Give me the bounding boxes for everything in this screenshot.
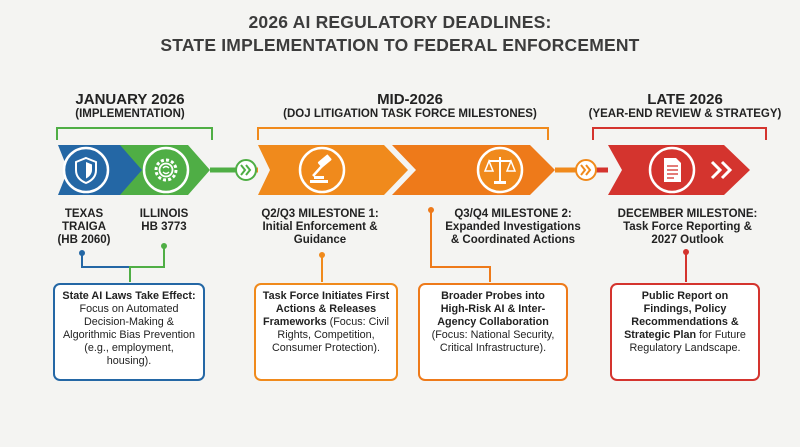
description-box-december: Public Report on Findings, Policy Recomm… <box>610 283 760 381</box>
double-chevron-icon <box>575 159 597 181</box>
milestone-line: (HB 2060) <box>57 234 111 246</box>
box-text: (Focus: Civil Rights, Competition, Consu… <box>271 316 389 354</box>
period-mid: MID-2026 (DOJ LITIGATION TASK FORCE MILE… <box>260 92 560 121</box>
report-icon <box>648 146 696 194</box>
box-text: Focus on Automated Decision-Making & Alg… <box>62 303 196 367</box>
bracket-late <box>592 127 767 140</box>
box-text: for Future Regulatory Landscape. <box>629 329 746 354</box>
shield-icon <box>62 146 110 194</box>
bracket-january <box>56 127 213 140</box>
milestone-label-illinois: ILLINOIS HB 3773 <box>124 208 204 234</box>
period-title: MID-2026 <box>377 91 443 108</box>
period-subtitle: (YEAR-END REVIEW & STRATEGY) <box>588 108 782 120</box>
description-box-milestone-1: Task Force Initiates First Actions & Rel… <box>254 283 398 381</box>
milestone-line: TEXAS <box>64 208 104 220</box>
double-chevron-icon <box>235 159 257 181</box>
gavel-icon <box>298 146 346 194</box>
milestone-line: Q3/Q4 MILESTONE 2: <box>454 208 572 220</box>
box-heading: Task Force Initiates First Actions & Rel… <box>262 290 390 328</box>
arrow-milestone-2 <box>392 145 555 195</box>
page-subtitle: STATE IMPLEMENTATION TO FEDERAL ENFORCEM… <box>160 35 640 55</box>
milestone-label-december: DECEMBER MILESTONE: Task Force Reporting… <box>605 208 770 247</box>
milestone-line: Expanded Investigations <box>445 221 581 233</box>
box-heading: State AI Laws Take Effect: <box>62 290 196 302</box>
box-heading: Public Report on Findings, Policy Recomm… <box>624 290 739 341</box>
description-box-january: State AI Laws Take Effect: Focus on Auto… <box>53 283 205 381</box>
milestone-line: Q2/Q3 MILESTONE 1: <box>261 208 379 220</box>
period-subtitle: (DOJ LITIGATION TASK FORCE MILESTONES) <box>283 108 537 120</box>
period-january: JANUARY 2026 (IMPLEMENTATION) <box>50 92 210 121</box>
milestone-line: Initial Enforcement & <box>262 221 378 233</box>
milestone-line: 2027 Outlook <box>651 234 724 246</box>
milestone-line: DECEMBER MILESTONE: <box>617 208 758 220</box>
period-brackets <box>56 127 767 140</box>
scales-icon <box>476 146 524 194</box>
gear-brain-icon <box>142 146 190 194</box>
period-late: LATE 2026 (YEAR-END REVIEW & STRATEGY) <box>585 92 785 121</box>
milestone-line: Guidance <box>293 234 347 246</box>
box-heading: Broader Probes into High-Risk AI & Inter… <box>437 290 549 328</box>
milestone-label-q3q4: Q3/Q4 MILESTONE 2: Expanded Investigatio… <box>438 208 588 247</box>
description-box-milestone-2: Broader Probes into High-Risk AI & Inter… <box>418 283 568 381</box>
milestone-label-q2q3: Q2/Q3 MILESTONE 1: Initial Enforcement &… <box>240 208 400 247</box>
label-connectors <box>79 207 689 282</box>
milestone-line: Task Force Reporting & <box>623 221 752 233</box>
double-chevron-icon <box>710 160 733 180</box>
milestone-line: TRAIGA <box>61 221 107 233</box>
milestone-line: HB 3773 <box>141 221 187 233</box>
page-title: 2026 AI REGULATORY DEADLINES: <box>248 12 552 32</box>
bracket-mid <box>257 127 549 140</box>
milestone-label-texas: TEXAS TRAIGA (HB 2060) <box>44 208 124 247</box>
period-subtitle: (IMPLEMENTATION) <box>75 108 185 120</box>
box-text: (Focus: National Security, Critical Infr… <box>431 329 555 354</box>
period-title: JANUARY 2026 <box>75 91 185 108</box>
period-title: LATE 2026 <box>647 91 723 108</box>
milestone-line: & Coordinated Actions <box>450 234 576 246</box>
milestone-line: ILLINOIS <box>139 208 189 220</box>
